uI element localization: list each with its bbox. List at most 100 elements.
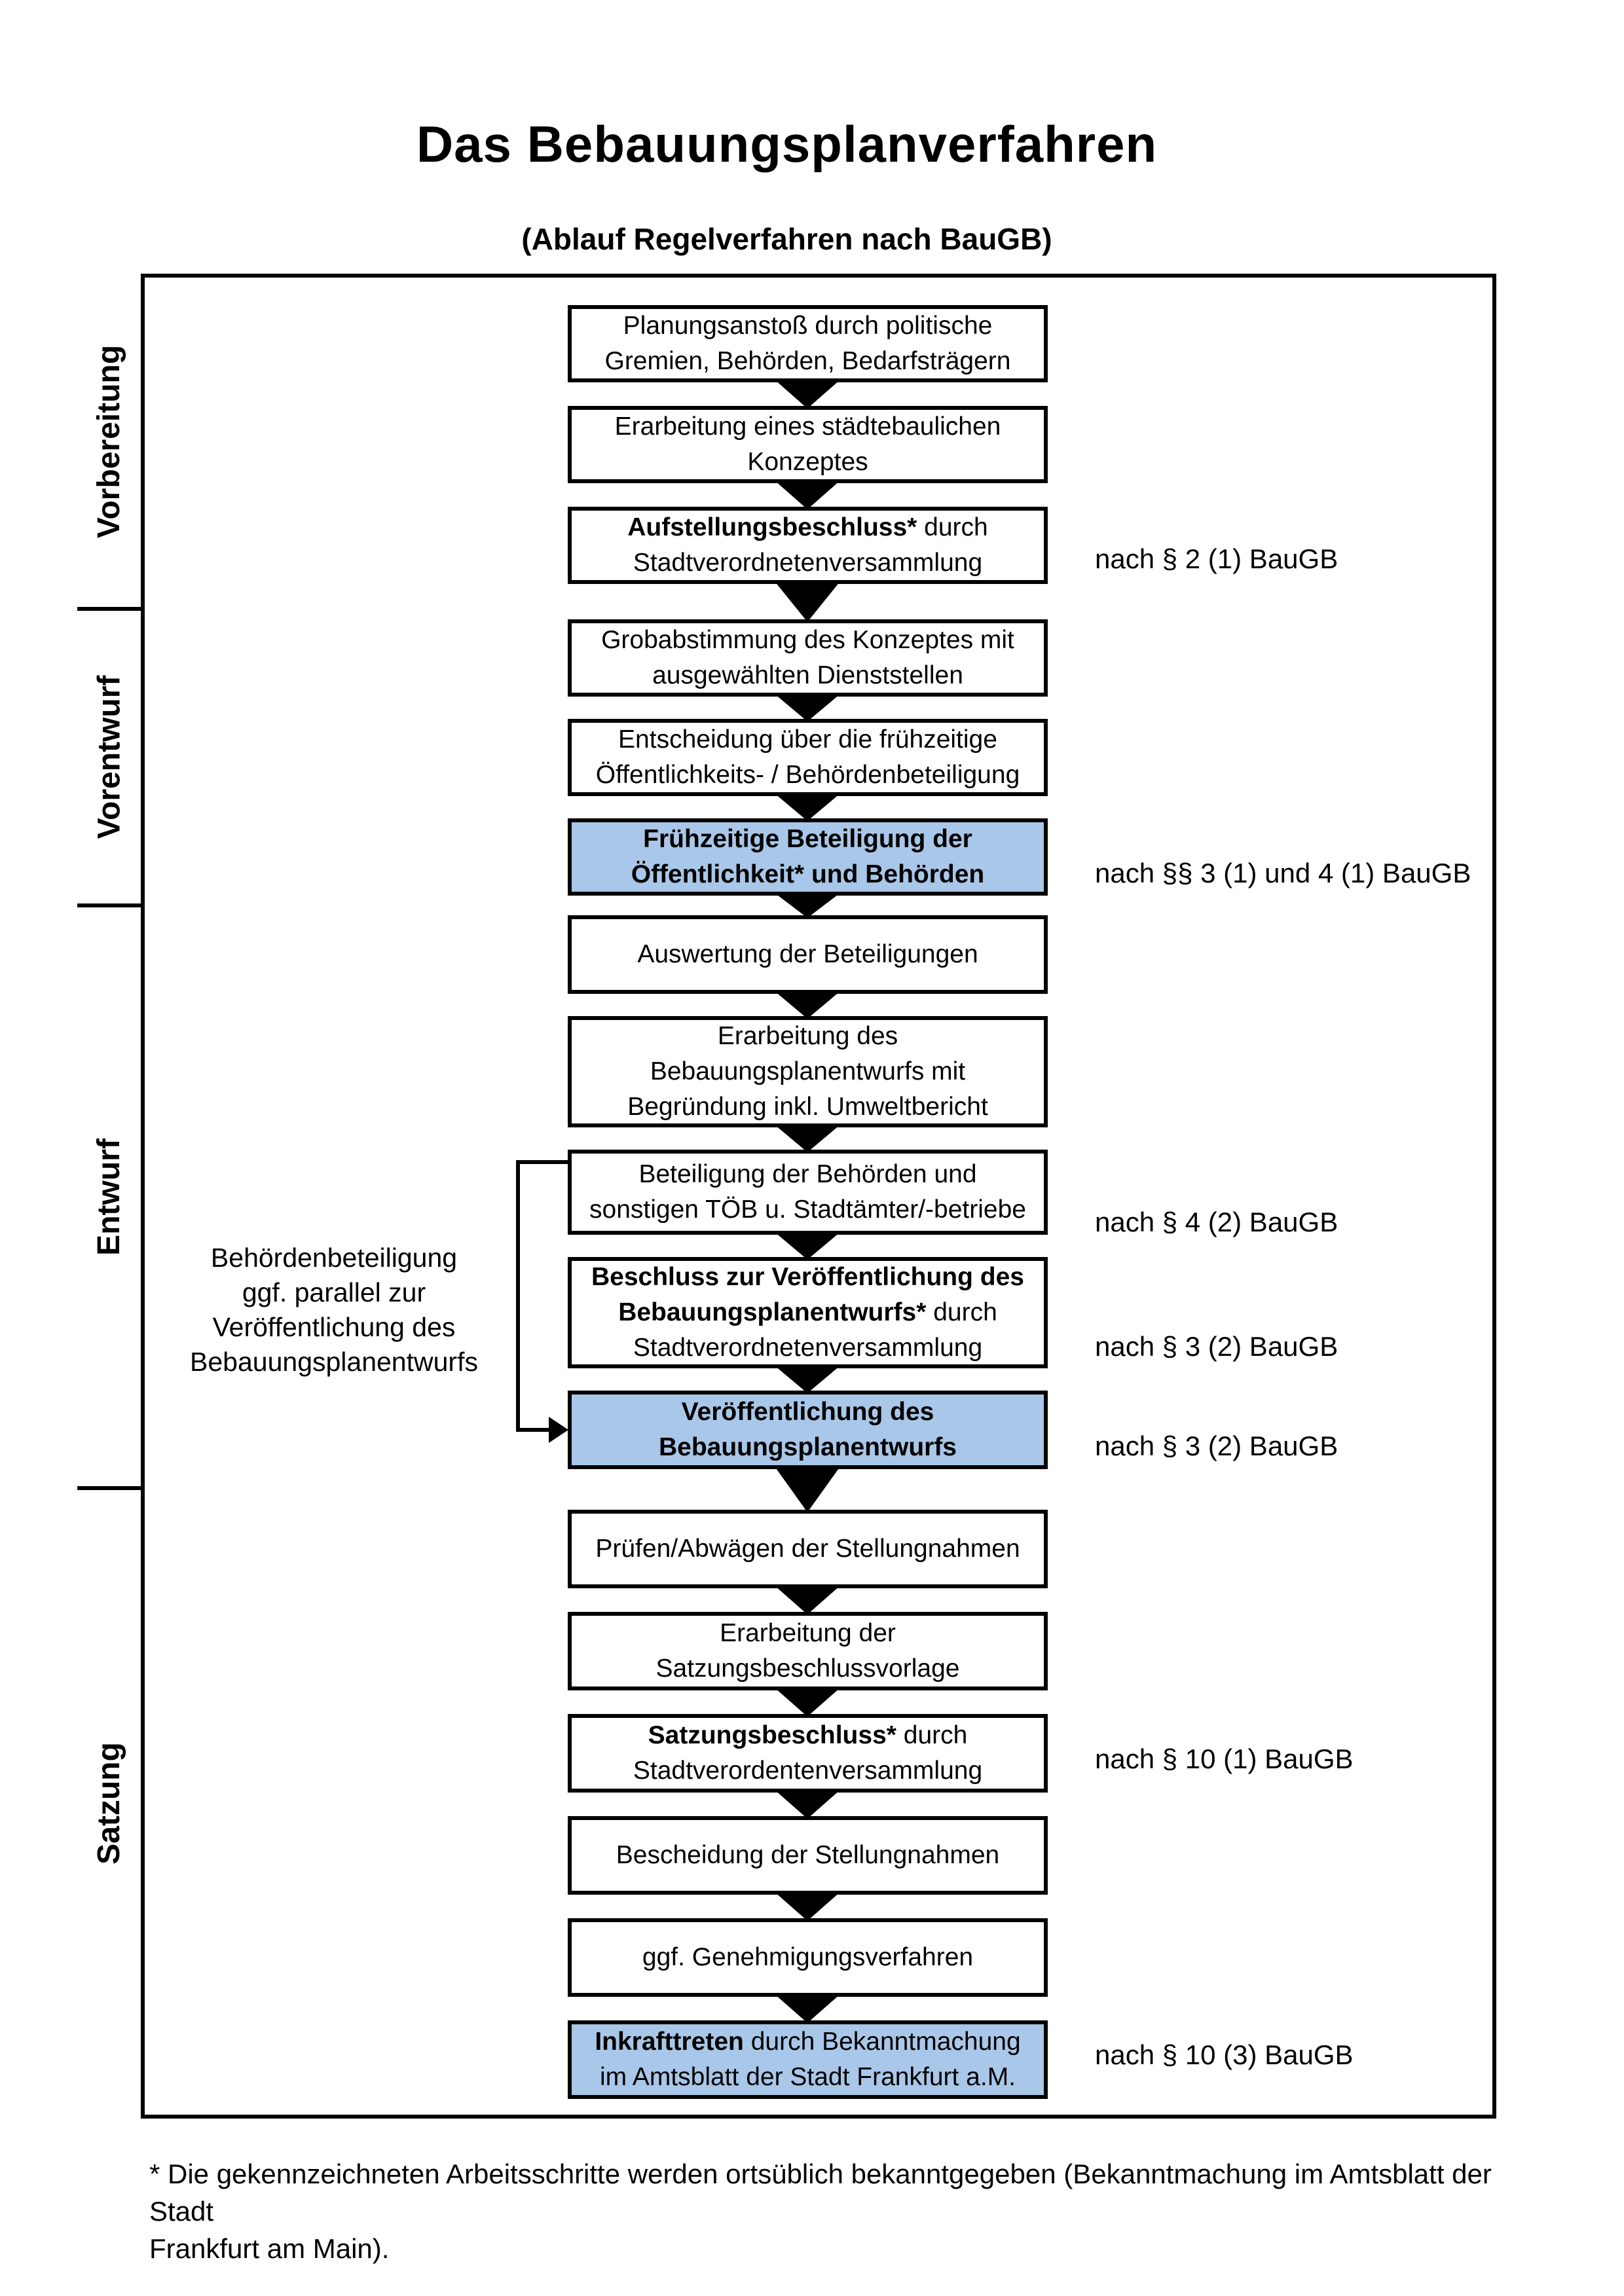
step-text-segment: Frühzeitige Beteiligung der [643, 825, 972, 853]
flow-arrow-down-icon [775, 1467, 840, 1512]
step-text-line: Gremien, Behörden, Bedarfsträgern [604, 344, 1010, 379]
step-text-segment: Konzeptes [747, 448, 868, 476]
flow-arrow-down-icon [775, 991, 840, 1019]
step-text-segment: Bebauungsplanentwurfs [658, 1433, 957, 1461]
footnote: * Die gekennzeichneten Arbeitsschritte w… [149, 2159, 1492, 2264]
bypass-connector-top [516, 1160, 570, 1164]
flow-arrow-down-icon [775, 1994, 840, 2023]
step-text-segment: durch [926, 1298, 997, 1326]
step-text-segment: durch [896, 1721, 968, 1749]
step-text-line: Erarbeitung eines städtebaulichen [615, 409, 1001, 445]
page-subtitle: (Ablauf Regelverfahren nach BauGB) [521, 222, 1052, 256]
step-text-segment: Bebauungsplanentwurfs mit [650, 1057, 966, 1085]
step-text-segment: Satzungsbeschlussvorlage [655, 1654, 960, 1683]
step-text-line: Stadtverordnetenversammlung [633, 545, 982, 581]
step-text-line: sonstigen TÖB u. Stadtämter/-betriebe [589, 1192, 1026, 1228]
step-text-line: Satzungsbeschluss* durch [648, 1718, 968, 1753]
step-text-segment: im Amtsblatt der Stadt Frankfurt a.M. [599, 2063, 1016, 2091]
step-text-line: Öffentlichkeit* und Behörden [631, 857, 985, 892]
step-text-segment: Erarbeitung eines städtebaulichen [614, 412, 1001, 441]
legal-reference: nach § 4 (2) BauGB [1095, 1207, 1338, 1237]
phase-label-text: Satzung [92, 1742, 126, 1865]
step-text-segment: Inkrafttreten [595, 2028, 744, 2056]
flow-arrow-down-icon [775, 694, 840, 721]
step-text-line: Erarbeitung der [720, 1616, 896, 1651]
step-text-segment: Prüfen/Abwägen der Stellungnahmen [595, 1535, 1020, 1563]
step-text-line: Konzeptes [747, 445, 868, 480]
flow-arrow-down-icon [775, 1790, 840, 1819]
step-text-line: ggf. Genehmigungsverfahren [642, 1940, 973, 1975]
phase-divider-3 [77, 1486, 145, 1490]
step-text-segment: Auswertung der Beteiligungen [637, 940, 978, 968]
page-title: Das Bebauungsplanverfahren [416, 115, 1158, 173]
step-text-segment: Bescheidung der Stellungnahmen [616, 1841, 1000, 1869]
step-text-segment: Beschluss zur Veröffentlichung des [591, 1263, 1024, 1291]
step-text-segment: Öffentlichkeits- / Behördenbeteiligung [595, 761, 1020, 789]
step-pruefen-abwaegen: Prüfen/Abwägen der Stellungnahmen [568, 1510, 1048, 1588]
step-bescheidung: Bescheidung der Stellungnahmen [568, 1816, 1048, 1895]
step-text-segment: Erarbeitung der [720, 1619, 896, 1647]
phase-label-satzung: Satzung [77, 1488, 141, 2119]
step-text-segment: Öffentlichkeit* und Behörden [631, 860, 985, 888]
step-text-line: Grobabstimmung des Konzeptes mit [601, 623, 1014, 658]
step-text-line: Planungsanstoß durch politische [623, 308, 993, 344]
side-annotation: Behördenbeteiligung ggf. parallel zur Ve… [190, 1243, 478, 1377]
step-text-line: Veröffentlichung des [682, 1394, 934, 1430]
step-text-line: Beschluss zur Veröffentlichung des [591, 1260, 1024, 1295]
legal-reference: nach § 10 (3) BauGB [1095, 2039, 1354, 2070]
step-text-line: Frühzeitige Beteiligung der [643, 822, 972, 857]
step-text-line: Prüfen/Abwägen der Stellungnahmen [595, 1531, 1020, 1567]
legal-reference: nach § 10 (1) BauGB [1095, 1743, 1354, 1774]
legal-reference: nach § 3 (2) BauGB [1095, 1430, 1338, 1461]
step-text-line: im Amtsblatt der Stadt Frankfurt a.M. [600, 2060, 1016, 2095]
step-text-line: Stadtverordentenversammlung [633, 1753, 982, 1789]
step-text-segment: durch [917, 513, 988, 541]
flow-arrow-down-icon [775, 481, 840, 509]
step-text-segment: Stadtverordnetenversammlung [633, 1334, 983, 1362]
step-text-segment: Planungsanstoß durch politische [623, 312, 993, 340]
step-text-line: Begründung inkl. Umweltbericht [627, 1089, 988, 1125]
step-text-line: Erarbeitung des [718, 1019, 898, 1054]
step-text-segment: ggf. Genehmigungsverfahren [642, 1943, 974, 1971]
flow-arrow-down-icon [775, 1892, 840, 1921]
step-text-segment: durch Bekanntmachung [743, 2028, 1021, 2056]
step-text-segment: Beteiligung der Behörden und [638, 1160, 977, 1188]
step-text-line: Bescheidung der Stellungnahmen [616, 1838, 999, 1873]
step-beteiligung-behoerden: Beteiligung der Behörden und sonstigen TÖ… [568, 1150, 1048, 1235]
step-text-segment: Grobabstimmung des Konzeptes mit [601, 626, 1014, 654]
step-text-segment: Entscheidung über die frühzeitige [618, 725, 997, 754]
step-text-segment: Satzungsbeschluss* [648, 1721, 896, 1749]
phase-label-text: Vorbereitung [92, 344, 126, 538]
step-text-line: Öffentlichkeits- / Behördenbeteiligung [596, 757, 1020, 793]
phase-column-border [141, 274, 145, 2119]
step-text-line: Entscheidung über die frühzeitige [618, 722, 997, 757]
flow-arrow-down-icon [775, 380, 840, 409]
step-text-line: Beteiligung der Behörden und [638, 1157, 976, 1192]
legal-reference: nach §§ 3 (1) und 4 (1) BauGB [1095, 858, 1471, 888]
phase-label-vorentwurf: Vorentwurf [77, 609, 141, 905]
step-text-line: Stadtverordnetenversammlung [633, 1330, 982, 1366]
phase-label-entwurf: Entwurf [77, 905, 141, 1488]
legal-reference: nach § 3 (2) BauGB [1095, 1331, 1338, 1362]
flow-arrow-down-icon [775, 793, 840, 821]
phase-divider-2 [77, 903, 145, 907]
flow-arrow-down-icon [775, 581, 840, 622]
step-text-line: Aufstellungsbeschluss* durch [627, 510, 988, 545]
flow-arrow-down-icon [775, 1125, 840, 1152]
flow-arrow-down-icon [775, 1366, 840, 1393]
step-text-segment: Veröffentlichung des [681, 1398, 934, 1426]
phase-label-vorbereitung: Vorbereitung [77, 274, 141, 609]
step-text-segment: Begründung inkl. Umweltbericht [627, 1093, 988, 1121]
flow-arrow-down-icon [775, 893, 840, 918]
step-inkrafttreten: Inkrafttreten durch Bekanntmachung im Amt… [568, 2020, 1048, 2099]
